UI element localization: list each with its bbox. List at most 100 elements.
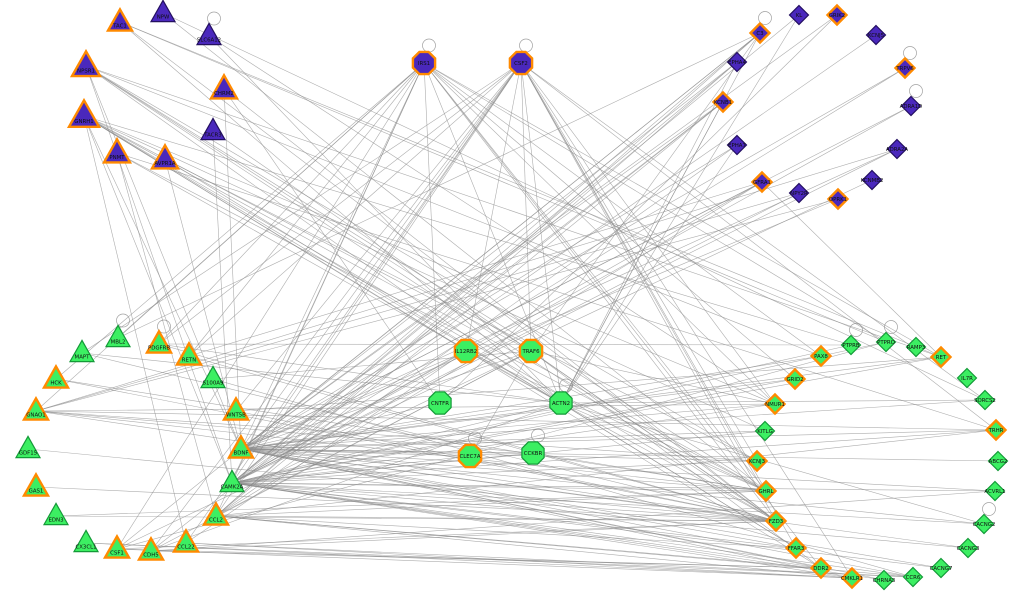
node-ADRA1D[interactable] [900, 95, 922, 117]
node-BDNF[interactable] [226, 433, 256, 459]
node-NPY2R[interactable] [788, 182, 810, 204]
self-loop-edge [422, 38, 436, 53]
edge [235, 62, 522, 412]
node-NPW[interactable] [149, 0, 177, 23]
node-CACNG3[interactable] [957, 537, 979, 559]
edge [465, 62, 522, 352]
node-MBL2[interactable] [104, 324, 132, 348]
edge [231, 192, 800, 484]
edge [85, 65, 532, 352]
node-RETN[interactable] [174, 340, 204, 366]
self-loop-edge [909, 84, 923, 98]
node-OPRK1[interactable] [826, 187, 850, 211]
node-PDGFRB[interactable] [144, 328, 174, 354]
node-TAC1[interactable] [105, 6, 135, 32]
node-ACVRL1[interactable] [984, 480, 1006, 502]
edge [240, 448, 758, 462]
node-DDR2[interactable] [809, 556, 833, 580]
edge [465, 350, 777, 522]
node-KCNB1[interactable] [711, 90, 735, 114]
node-CACNG2[interactable] [973, 513, 995, 535]
node-C3[interactable] [748, 21, 772, 45]
node-SLC6A12[interactable] [195, 22, 223, 46]
node-CHRNA3[interactable] [873, 569, 895, 591]
node-CSF2[interactable] [508, 50, 534, 76]
edge [560, 402, 767, 492]
edge [150, 490, 996, 552]
node-CHRM2[interactable] [208, 72, 240, 100]
node-IL7R[interactable] [956, 367, 978, 389]
edge [83, 115, 776, 405]
edge [240, 448, 996, 492]
node-PNMT[interactable] [101, 136, 133, 164]
node-CCR6[interactable] [902, 566, 924, 588]
node-CSF1[interactable] [102, 533, 132, 559]
node-KL[interactable] [788, 4, 810, 26]
node-MAPT[interactable] [68, 339, 96, 363]
node-CCL2[interactable] [201, 500, 231, 526]
edge [240, 67, 906, 450]
node-EDN3[interactable] [42, 502, 70, 526]
node-GNAO1[interactable] [21, 395, 51, 421]
edge [560, 101, 724, 404]
node-GRIK2[interactable] [825, 3, 849, 27]
node-EPHA7[interactable] [726, 134, 748, 156]
node-SORCS2[interactable] [974, 389, 996, 411]
node-TRAF6[interactable] [518, 338, 544, 364]
edge [240, 62, 425, 450]
node-ABCG2[interactable] [987, 450, 1009, 472]
node-ACTN2[interactable] [549, 391, 573, 415]
node-CDH5[interactable] [136, 535, 166, 561]
node-KCNJ5[interactable] [865, 24, 887, 46]
edge [150, 520, 777, 552]
node-KCNMB2[interactable] [861, 169, 883, 191]
node-HCK[interactable] [41, 363, 71, 389]
edge [188, 181, 763, 357]
node-S100A9[interactable] [199, 365, 227, 389]
node-FZD3[interactable] [764, 509, 788, 533]
node-IRS1[interactable] [411, 50, 437, 76]
node-EPHA4[interactable] [726, 51, 748, 73]
edge [560, 144, 738, 404]
node-KITLG[interactable] [754, 420, 776, 442]
node-CMKLR1[interactable] [840, 566, 864, 590]
node-PTPRO[interactable] [875, 331, 897, 353]
node-RET[interactable] [929, 345, 953, 369]
edge [215, 62, 425, 517]
node-ADRA2A[interactable] [886, 138, 908, 160]
node-IL12RB2[interactable] [453, 338, 479, 364]
edge [231, 482, 822, 569]
edge [117, 32, 761, 339]
node-CACNG7[interactable] [930, 557, 952, 579]
node-CLEC7A[interactable] [457, 443, 483, 469]
node-GNRH1[interactable] [66, 97, 102, 129]
edge [560, 402, 797, 549]
node-TACR3[interactable] [199, 117, 227, 141]
node-CCL22[interactable] [171, 527, 201, 553]
edge [35, 148, 898, 412]
edge [81, 352, 777, 522]
node-TRHR[interactable] [984, 418, 1008, 442]
node-GRID2[interactable] [783, 367, 807, 391]
node-GHRL[interactable] [754, 479, 778, 503]
node-FFAR3[interactable] [784, 536, 808, 560]
node-PTPRB[interactable] [840, 334, 862, 356]
node-GDF15[interactable] [14, 435, 42, 459]
node-NPSR1[interactable] [69, 48, 103, 78]
node-AVPR1A[interactable] [149, 142, 181, 170]
node-CX3CL1[interactable] [72, 529, 100, 553]
node-TRPV6[interactable] [893, 56, 917, 80]
node-CCKBR[interactable] [521, 441, 545, 465]
node-CNTFR[interactable] [428, 391, 452, 415]
node-CAMK2A[interactable] [218, 469, 246, 493]
node-WNT5B[interactable] [221, 395, 251, 421]
node-GAS1[interactable] [21, 471, 51, 497]
edge [119, 21, 562, 404]
node-KCNJ3[interactable] [745, 449, 769, 473]
node-RAMP3[interactable] [905, 336, 927, 358]
node-PAX8[interactable] [809, 344, 833, 368]
node-NMUR1[interactable] [763, 392, 787, 416]
node-GFRA1[interactable] [750, 170, 774, 194]
edge [532, 452, 767, 492]
edge [240, 61, 738, 450]
